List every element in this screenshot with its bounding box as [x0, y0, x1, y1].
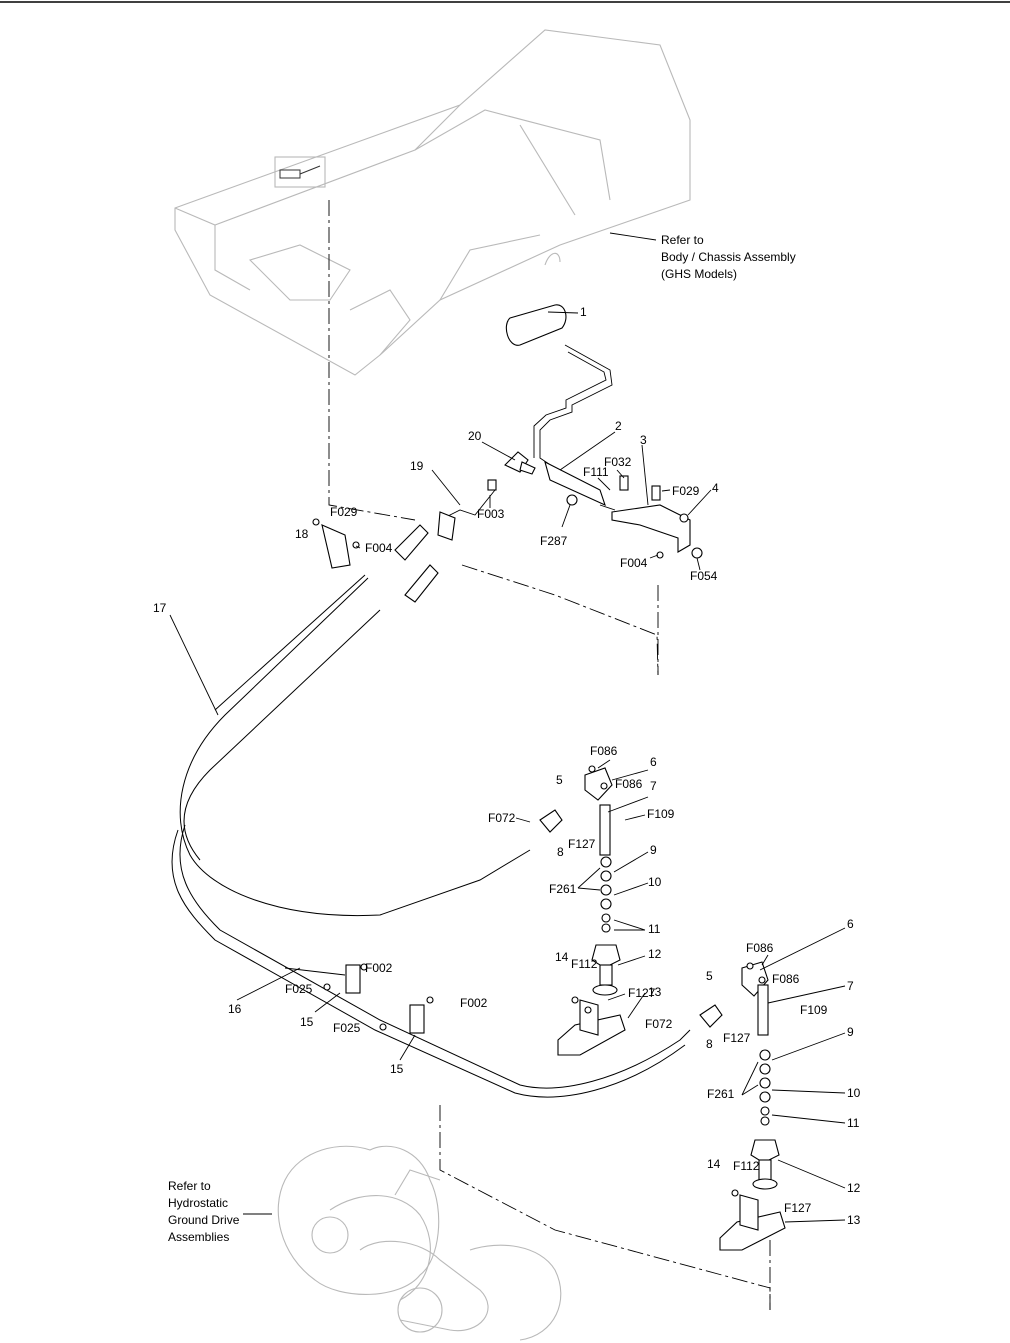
- callout-f029-left: F029: [330, 505, 358, 519]
- callout-12-b: 12: [847, 1181, 861, 1195]
- body-chassis-ghost: [174, 29, 691, 376]
- cable-clamps: [323, 963, 434, 1034]
- callout-f109-b: F109: [800, 1003, 828, 1017]
- callout-6-a: 6: [650, 755, 657, 769]
- callout-f127-a: F127: [568, 837, 596, 851]
- callout-f127-c: F127: [723, 1031, 751, 1045]
- callout-7-a: 7: [650, 779, 657, 793]
- callout-9-b: 9: [847, 1025, 854, 1039]
- callout-16: 16: [228, 1002, 242, 1016]
- callout-f287: F287: [540, 534, 568, 548]
- callout-f112-b: F112: [733, 1159, 760, 1173]
- callout-11-a: 11: [648, 922, 661, 936]
- callout-f086-d: F086: [772, 972, 800, 986]
- callout-f029-upper: F029: [672, 484, 700, 498]
- leader-lines: [169, 232, 846, 1223]
- hydro-note-line-1: Refer to: [168, 1179, 211, 1193]
- callout-f112-a: F112: [571, 957, 598, 971]
- callout-f072-b: F072: [645, 1017, 673, 1031]
- callout-13-b: 13: [847, 1213, 861, 1227]
- callout-15-b: 15: [390, 1062, 404, 1076]
- callout-f025-b: F025: [333, 1021, 361, 1035]
- callout-f261-a: F261: [549, 882, 577, 896]
- callout-5-b: 5: [706, 969, 713, 983]
- body-note-line-1: Refer to: [661, 233, 704, 247]
- callout-8-b: 8: [706, 1037, 713, 1051]
- callout-f032: F032: [604, 455, 632, 469]
- callout-f261-b: F261: [707, 1087, 735, 1101]
- hydrostatic-ghost: [277, 1145, 562, 1341]
- callout-f127-d: F127: [784, 1201, 812, 1215]
- callout-20: 20: [468, 429, 482, 443]
- callout-6-b: 6: [847, 917, 854, 931]
- callout-f109-a: F109: [647, 807, 675, 821]
- callout-labels: 1 2 3 4 20 19 F111 F032 F029 F003 F287 F…: [153, 305, 861, 1227]
- callout-15-a: 15: [300, 1015, 314, 1029]
- callout-13-a: 13: [648, 985, 662, 999]
- callout-f003: F003: [477, 507, 505, 521]
- callout-f086-a: F086: [590, 744, 618, 758]
- callout-3: 3: [640, 433, 647, 447]
- hydro-note-line-4: Assemblies: [168, 1230, 229, 1244]
- callout-f004-upper: F004: [620, 556, 648, 570]
- callout-f054: F054: [690, 569, 718, 583]
- callout-8-a: 8: [557, 845, 564, 859]
- callout-5-a: 5: [556, 773, 563, 787]
- callout-11-b: 11: [847, 1116, 860, 1130]
- callout-9-a: 9: [650, 843, 657, 857]
- callout-2: 2: [615, 419, 622, 433]
- pump-arm-lower: [699, 961, 786, 1251]
- body-note-line-2: Body / Chassis Assembly: [661, 250, 796, 264]
- reference-lines: [328, 200, 771, 1310]
- callout-10-b: 10: [847, 1086, 861, 1100]
- shift-lever-assembly: [312, 304, 703, 603]
- callout-f002-a: F002: [365, 961, 393, 975]
- callout-f127-b: F127: [628, 986, 656, 1000]
- callout-14-b: 14: [707, 1157, 721, 1171]
- hydro-note-line-2: Hydrostatic: [168, 1196, 228, 1210]
- callout-18: 18: [295, 527, 309, 541]
- callout-17: 17: [153, 601, 167, 615]
- callout-4: 4: [712, 481, 719, 495]
- callout-f025-a: F025: [285, 982, 313, 996]
- callout-f004-left: F004: [365, 541, 393, 555]
- callout-f072-a: F072: [488, 811, 516, 825]
- callout-14-a: 14: [555, 950, 569, 964]
- callout-f086-b: F086: [615, 777, 643, 791]
- pump-arm-upper: [539, 765, 626, 1056]
- callout-19: 19: [410, 459, 424, 473]
- callout-12-a: 12: [648, 947, 662, 961]
- callout-f111: F111: [583, 465, 609, 479]
- callout-10-a: 10: [648, 875, 662, 889]
- control-cables: [171, 574, 691, 1098]
- callout-7-b: 7: [847, 979, 854, 993]
- callout-f086-c: F086: [746, 941, 774, 955]
- hydro-note-line-3: Ground Drive: [168, 1213, 240, 1227]
- callout-1: 1: [580, 305, 587, 319]
- callout-f002-b: F002: [460, 996, 488, 1010]
- body-note-line-3: (GHS Models): [661, 267, 737, 281]
